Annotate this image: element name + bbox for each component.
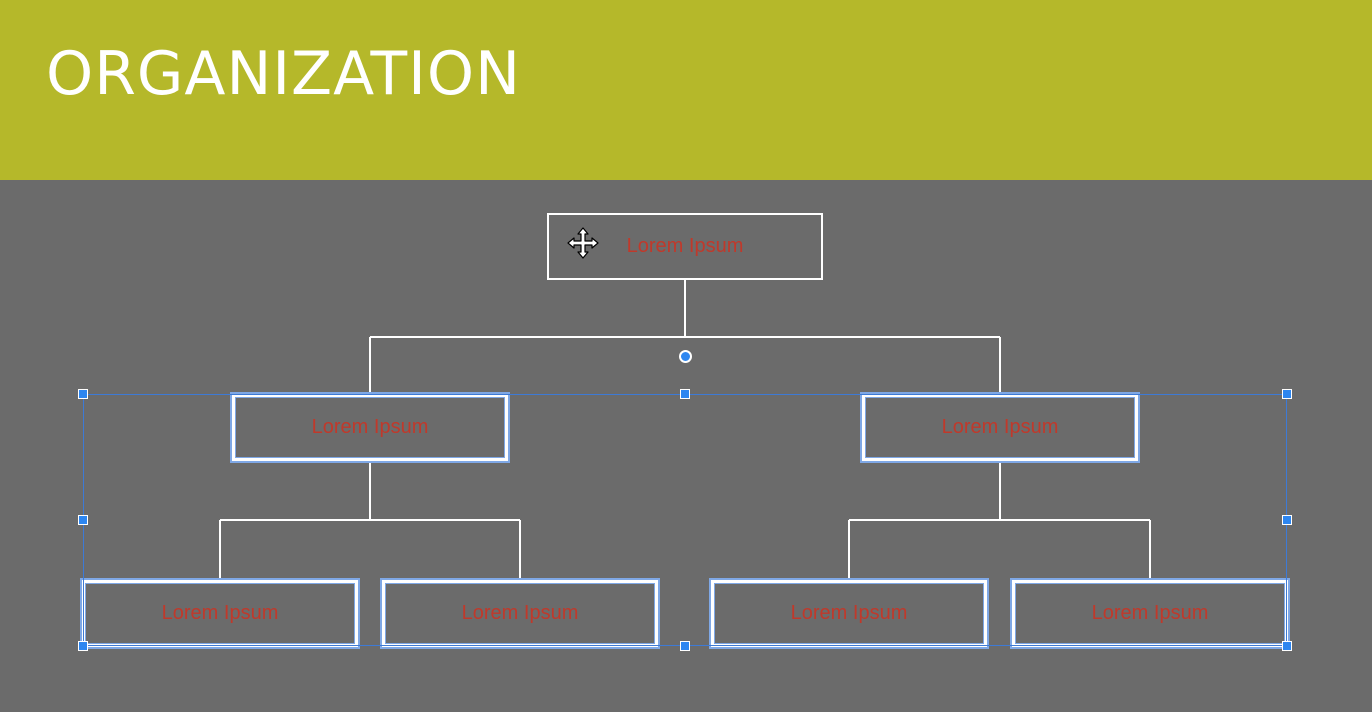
org-node-label: Lorem Ipsum — [941, 416, 1059, 438]
resize-handle-bottom-right[interactable] — [1282, 641, 1292, 651]
org-node-level2-left[interactable]: Lorem Ipsum — [232, 394, 508, 461]
org-node-root[interactable]: Lorem Ipsum — [547, 213, 823, 280]
org-node-label: Lorem Ipsum — [626, 235, 744, 257]
move-icon — [567, 227, 599, 259]
org-node-level2-right[interactable]: Lorem Ipsum — [862, 394, 1138, 461]
slide-header: ORGANIZATION — [0, 0, 1372, 180]
connector-lines — [219, 279, 1151, 580]
org-node-label: Lorem Ipsum — [461, 602, 579, 624]
resize-handle-top-center[interactable] — [680, 389, 690, 399]
resize-handle-bottom-left[interactable] — [78, 641, 88, 651]
org-node-label: Lorem Ipsum — [790, 602, 908, 624]
resize-handle-bottom-center[interactable] — [680, 641, 690, 651]
resize-handle-middle-right[interactable] — [1282, 515, 1292, 525]
org-node-label: Lorem Ipsum — [1091, 602, 1209, 624]
org-chart-canvas[interactable]: Lorem Ipsum Lorem Ipsum Lorem Ipsum Lore… — [0, 180, 1372, 712]
rotate-handle[interactable] — [679, 350, 692, 363]
resize-handle-middle-left[interactable] — [78, 515, 88, 525]
resize-handle-top-left[interactable] — [78, 389, 88, 399]
slide-title[interactable]: ORGANIZATION — [46, 39, 521, 109]
resize-handle-top-right[interactable] — [1282, 389, 1292, 399]
org-node-label: Lorem Ipsum — [161, 602, 279, 624]
org-node-label: Lorem Ipsum — [311, 416, 429, 438]
selection-frame — [83, 394, 1287, 646]
